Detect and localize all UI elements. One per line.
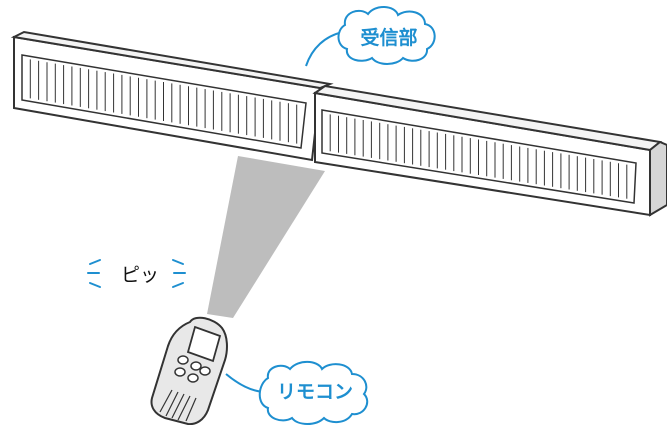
beep-lines-left xyxy=(87,259,101,288)
receiver-panel-right xyxy=(312,84,667,217)
beep-label: ピッ xyxy=(121,264,159,286)
remote-callout: リモコン xyxy=(225,360,369,425)
receiver-label: 受信部 xyxy=(360,26,417,49)
beep-lines-right xyxy=(172,259,186,288)
receiver-panel-left xyxy=(10,30,334,162)
beep-indicator: ピッ xyxy=(87,259,186,288)
remote-control xyxy=(150,316,228,425)
remote-screen xyxy=(186,325,222,363)
ir-beam xyxy=(207,156,325,318)
receiver-callout: 受信部 xyxy=(305,6,436,67)
remote-label: リモコン xyxy=(277,381,353,403)
